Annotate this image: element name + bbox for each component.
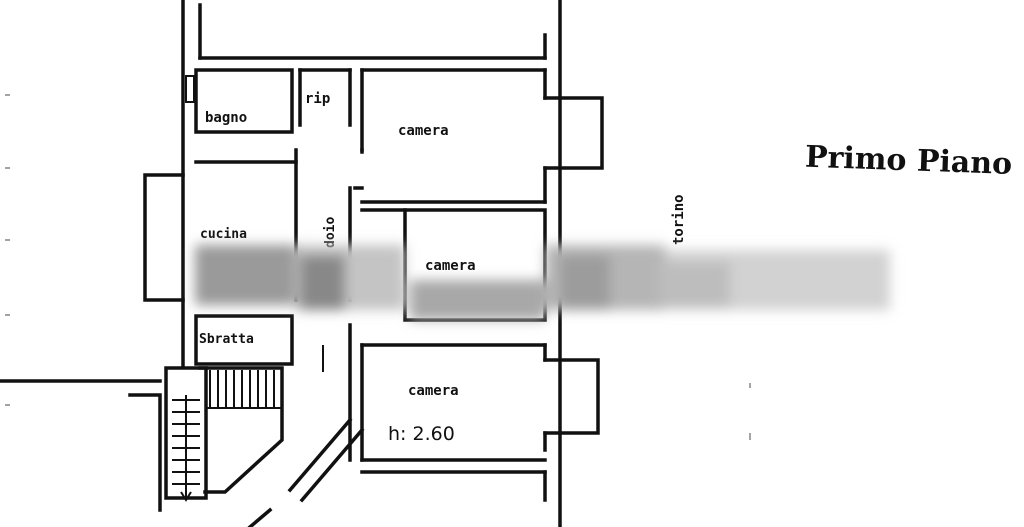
staircase [172, 366, 284, 502]
room-label-cucina: cucina [200, 227, 247, 242]
redaction-blur [195, 245, 890, 320]
room-label-sbratta: Sbratta [199, 332, 254, 347]
floor-title: Primo Piano [804, 140, 1012, 182]
room-label-ripostiglio: rip [305, 91, 330, 107]
room-label-corridoio: doio [323, 217, 338, 248]
room-label-camera-top: camera [398, 123, 449, 139]
ceiling-height-label: h: 2.60 [388, 423, 455, 445]
scan-marks [5, 94, 751, 440]
side-street-label: torino [671, 194, 687, 245]
room-label-camera-middle: camera [425, 258, 476, 274]
room-label-bagno: bagno [205, 110, 247, 126]
room-label-camera-bottom: camera [408, 383, 459, 399]
walls [0, 0, 604, 527]
